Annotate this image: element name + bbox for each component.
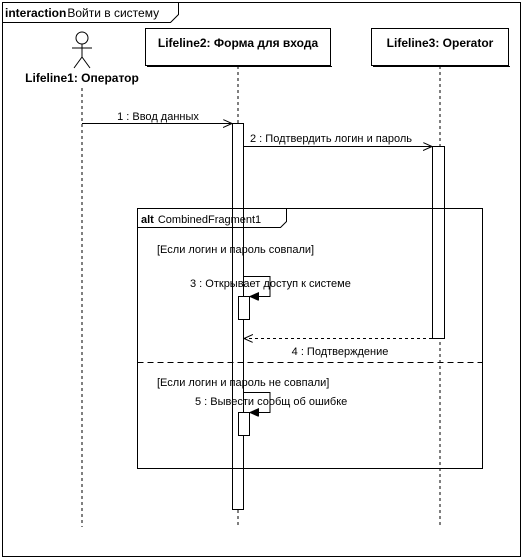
message-1[interactable]: 1 : Ввод данных [82, 111, 232, 124]
guard-label: [Если логин и пароль совпали] [157, 244, 314, 256]
activation-bar-self-2[interactable] [238, 412, 250, 436]
fragment-operator: alt [141, 214, 154, 226]
fragment-box [137, 208, 483, 469]
lifeline-head-box [145, 28, 331, 66]
message-label: 4 : Подтверждение [292, 346, 389, 358]
fragment-name: CombinedFragment1 [158, 214, 261, 226]
message-arrow [244, 276, 271, 297]
message-arrow [244, 392, 271, 413]
message-label: 3 : Открывает доступ к системе [190, 278, 351, 290]
frame-tab [2, 2, 179, 23]
fragment-tab [137, 208, 287, 228]
lifeline-login-form[interactable]: Lifeline2: Форма для входа [145, 28, 333, 528]
activation-bar-self-1[interactable] [238, 296, 250, 320]
lifeline-operator-actor[interactable]: Lifeline1: Оператор [25, 31, 139, 527]
fragment-title: alt CombinedFragment1 [141, 214, 261, 226]
message-label: 2 : Подтвердить логин и пароль [250, 133, 412, 145]
message-2[interactable]: 2 : Подтвердить логин и пароль [244, 133, 432, 147]
lifeline-head-box [371, 28, 509, 66]
frame-title: interactionВойти в систему [5, 6, 159, 20]
combined-fragment[interactable]: alt CombinedFragment1 [137, 208, 483, 469]
guard-label: [Если логин и пароль не совпали] [157, 377, 329, 389]
message-label: 5 : Вывести сообщ об ошибке [195, 396, 347, 408]
message-5[interactable]: 5 : Вывести сообщ об ошибке [195, 392, 347, 413]
frame-keyword: interaction [5, 6, 66, 20]
lifeline-label: Lifeline2: Форма для входа [158, 36, 319, 50]
activation-bar-operator[interactable] [432, 146, 445, 339]
frame-name: Войти в систему [67, 6, 159, 20]
interaction-frame: interactionВойти в систему [2, 2, 521, 557]
lifeline-label: Lifeline3: Operator [387, 36, 494, 50]
lifeline-label: Lifeline1: Оператор [25, 71, 139, 85]
message-3[interactable]: 3 : Открывает доступ к системе [190, 276, 351, 297]
message-4[interactable]: 4 : Подтверждение [244, 339, 432, 359]
message-label: 1 : Ввод данных [117, 111, 199, 123]
actor-icon [72, 31, 92, 69]
